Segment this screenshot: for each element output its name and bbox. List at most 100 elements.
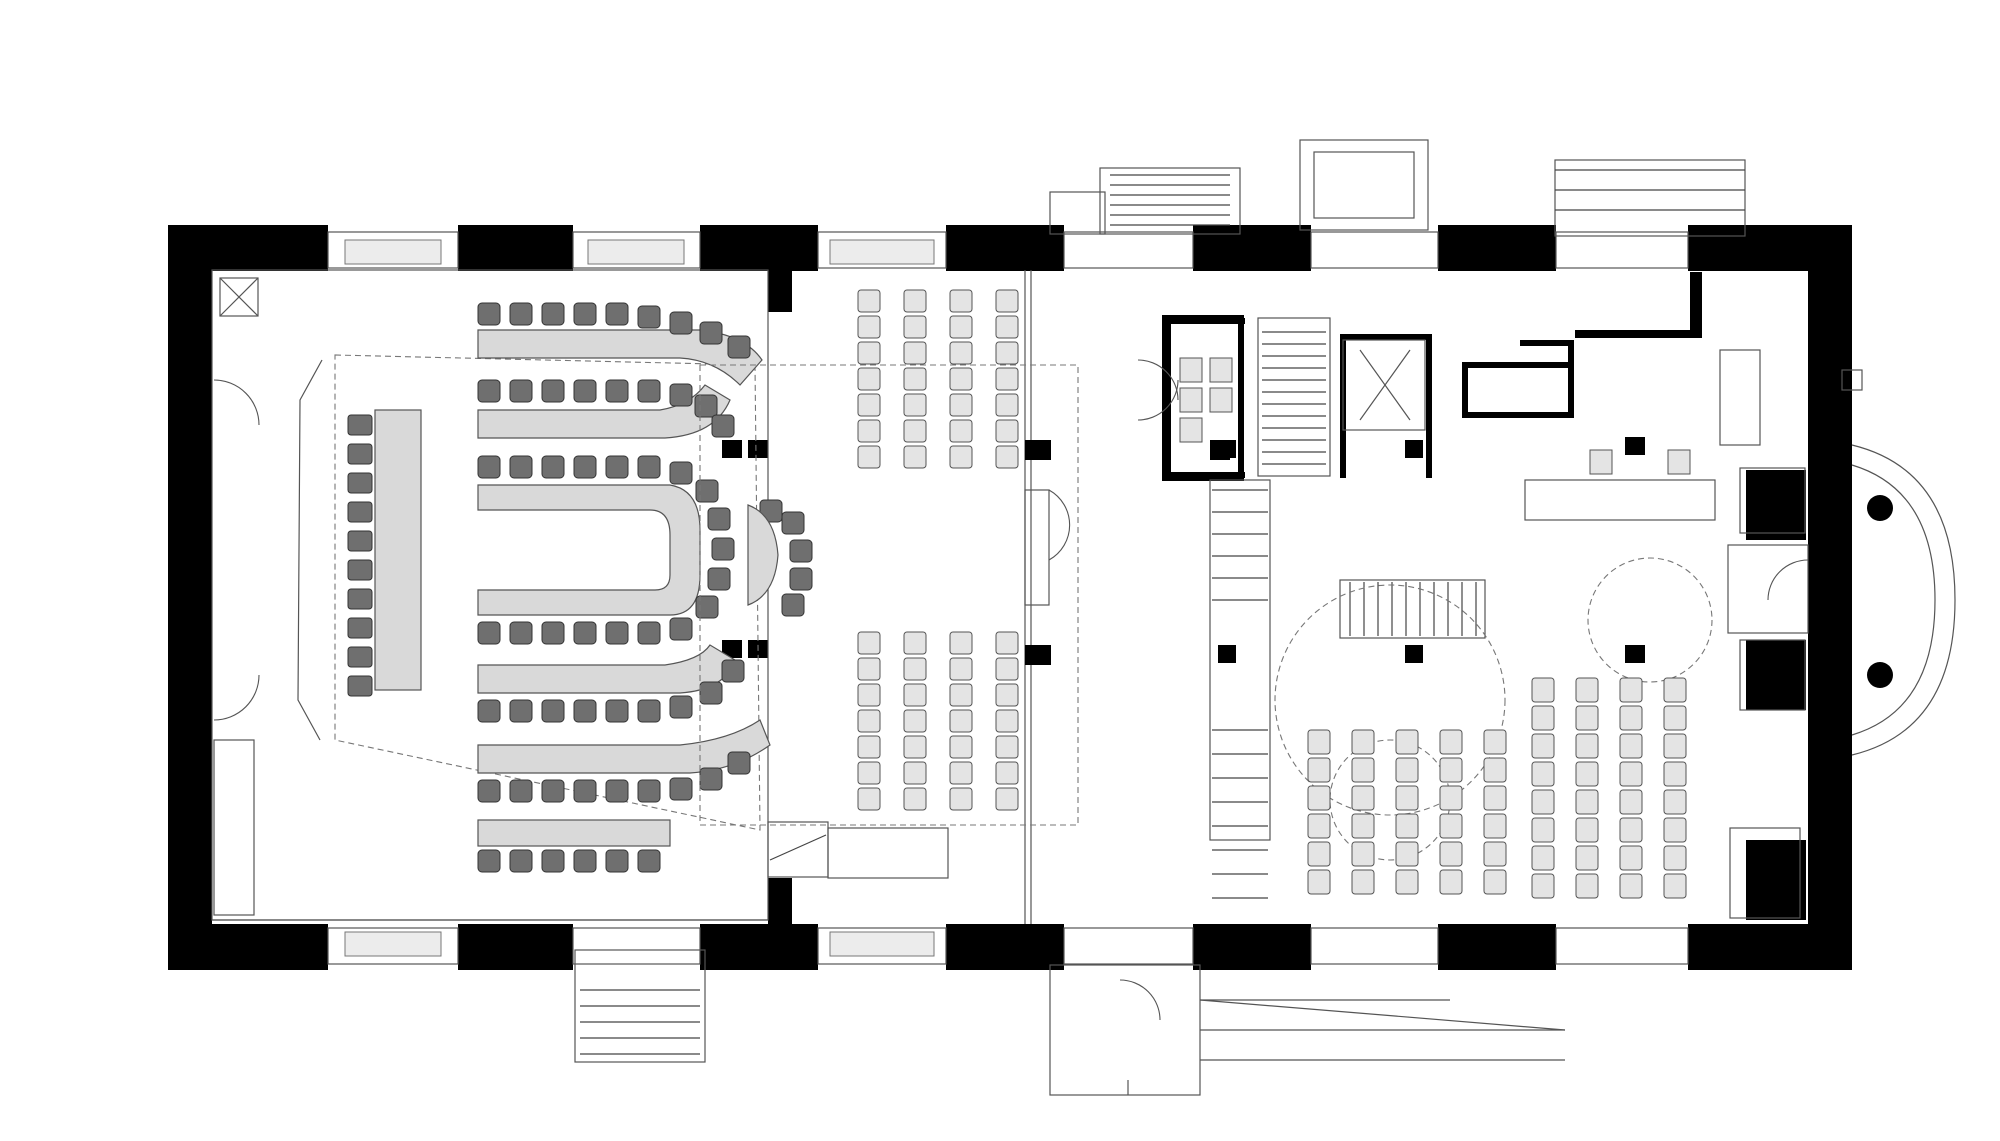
chair xyxy=(1351,813,1375,839)
chair xyxy=(857,631,881,655)
chair xyxy=(1663,761,1687,787)
chair xyxy=(1663,733,1687,759)
chair xyxy=(857,315,881,339)
chair xyxy=(949,761,973,785)
chair xyxy=(857,787,881,811)
chair xyxy=(995,683,1019,707)
chair xyxy=(995,657,1019,681)
chair xyxy=(995,315,1019,339)
row-seating-room-left xyxy=(699,289,1079,879)
chair xyxy=(857,445,881,469)
chair xyxy=(949,419,973,443)
chair xyxy=(1531,761,1555,787)
chair xyxy=(1663,677,1687,703)
chair xyxy=(1619,733,1643,759)
chair xyxy=(949,393,973,417)
chair xyxy=(1395,785,1419,811)
chair xyxy=(1307,729,1331,755)
chair xyxy=(903,341,927,365)
chair xyxy=(1395,757,1419,783)
chair xyxy=(1663,705,1687,731)
chair xyxy=(903,445,927,469)
chair xyxy=(1531,845,1555,871)
entrance-vestibule xyxy=(1727,369,1956,756)
chair xyxy=(1575,873,1599,899)
chair xyxy=(1351,729,1375,755)
chair xyxy=(1351,757,1375,783)
chair xyxy=(949,709,973,733)
chair xyxy=(1531,677,1555,703)
chair xyxy=(903,367,927,391)
outer-walls xyxy=(168,225,1852,970)
chair xyxy=(857,683,881,707)
chair xyxy=(1307,841,1331,867)
chair xyxy=(1483,813,1507,839)
chair xyxy=(857,367,881,391)
chair xyxy=(1351,869,1375,895)
chair xyxy=(1575,733,1599,759)
chair xyxy=(1439,813,1463,839)
chair xyxy=(1395,729,1419,755)
chair xyxy=(949,289,973,313)
chair xyxy=(1307,813,1331,839)
chair xyxy=(949,735,973,759)
chair xyxy=(995,341,1019,365)
chair xyxy=(857,289,881,313)
chair xyxy=(995,787,1019,811)
row-seating-room-right xyxy=(1274,349,1801,919)
stair-core xyxy=(1137,315,1486,899)
chair xyxy=(1619,845,1643,871)
chair xyxy=(949,445,973,469)
chair xyxy=(1439,785,1463,811)
chair xyxy=(1531,873,1555,899)
chair xyxy=(903,709,927,733)
chair xyxy=(903,393,927,417)
exterior-stairs xyxy=(574,139,1746,1096)
chair xyxy=(1531,817,1555,843)
chair xyxy=(1395,869,1419,895)
chair xyxy=(903,787,927,811)
chair xyxy=(1395,841,1419,867)
chair xyxy=(1575,677,1599,703)
chair xyxy=(1483,841,1507,867)
chair xyxy=(1531,705,1555,731)
chair xyxy=(995,761,1019,785)
chair xyxy=(857,735,881,759)
chair xyxy=(903,631,927,655)
chair xyxy=(1307,785,1331,811)
chair xyxy=(1663,789,1687,815)
chair xyxy=(1619,817,1643,843)
chair xyxy=(995,419,1019,443)
chair xyxy=(949,683,973,707)
chair xyxy=(903,761,927,785)
chair xyxy=(1663,873,1687,899)
chair xyxy=(1575,705,1599,731)
chair xyxy=(1531,789,1555,815)
chair xyxy=(903,315,927,339)
chair xyxy=(903,735,927,759)
chair xyxy=(903,683,927,707)
chair xyxy=(949,657,973,681)
chair xyxy=(1575,845,1599,871)
chair xyxy=(903,419,927,443)
chair xyxy=(1663,817,1687,843)
chair xyxy=(857,761,881,785)
chair xyxy=(1575,789,1599,815)
chair xyxy=(995,631,1019,655)
chair xyxy=(857,657,881,681)
chair xyxy=(995,367,1019,391)
chair xyxy=(995,735,1019,759)
chair xyxy=(903,289,927,313)
chair xyxy=(1575,817,1599,843)
chair xyxy=(1619,677,1643,703)
windows xyxy=(327,231,1689,965)
chair xyxy=(1439,729,1463,755)
chair xyxy=(857,419,881,443)
chair xyxy=(1575,761,1599,787)
chair xyxy=(949,631,973,655)
chair xyxy=(1351,785,1375,811)
chair xyxy=(995,393,1019,417)
chair xyxy=(1307,869,1331,895)
chair xyxy=(1483,757,1507,783)
